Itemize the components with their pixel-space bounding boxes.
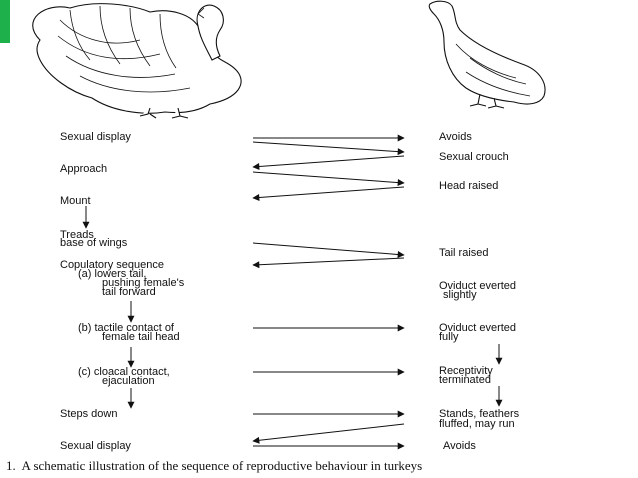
label-b-line1: (b) tactile contact of: [78, 322, 174, 334]
label-c-line2: ejaculation: [102, 375, 155, 387]
label-b-line2: female tail head: [102, 331, 180, 343]
label-copulatory-sequence: Copulatory sequence: [60, 259, 164, 271]
label-oviduct-fully-line1: Oviduct everted: [439, 322, 517, 334]
figure-caption: 1. A schematic illustration of the seque…: [6, 458, 423, 473]
arrow-head-to-mount: [252, 186, 405, 202]
label-treads-wings: base of wings: [60, 237, 128, 249]
arrow-treads-to-tail: [252, 242, 405, 258]
label-tail-raised: Tail raised: [439, 247, 489, 259]
label-c-line1: (c) cloacal contact,: [78, 366, 170, 378]
label-receptivity-line1: Receptivity: [439, 365, 493, 377]
label-stands-line1: Stands, feathers: [439, 408, 520, 420]
arrow-tail-to-copulatory: [252, 257, 405, 269]
label-sexual-crouch: Sexual crouch: [439, 151, 509, 163]
female-turkey-illustration: [428, 0, 546, 109]
label-oviduct-slightly-line1: Oviduct everted: [439, 280, 517, 292]
label-head-raised: Head raised: [439, 180, 499, 192]
label-approach: Approach: [60, 163, 108, 175]
male-turkey-illustration: [32, 3, 242, 119]
label-stands-line2: fluffed, may run: [439, 418, 515, 430]
label-steps-down: Steps down: [60, 408, 118, 420]
label-avoids-final: Avoids: [443, 440, 476, 452]
accent-bar: [0, 0, 10, 43]
label-oviduct-slightly-line2: slightly: [443, 289, 477, 301]
label-oviduct-fully-line2: fully: [439, 331, 459, 343]
label-receptivity-line2: terminated: [439, 374, 491, 386]
arrow-approach-to-head: [252, 171, 405, 187]
label-a-line1: (a) lowers tail,: [78, 268, 147, 280]
arrow-stands-to-display: [252, 423, 405, 444]
label-treads: Treads: [60, 229, 94, 241]
label-avoids: Avoids: [439, 131, 472, 143]
arrows: [82, 134, 503, 450]
label-sexual-display-final: Sexual display: [60, 440, 131, 452]
label-a-line3: tail forward: [102, 286, 156, 298]
label-mount: Mount: [60, 195, 91, 207]
label-sexual-display: Sexual display: [60, 131, 131, 143]
label-a-line2: pushing female's: [102, 277, 185, 289]
arrow-crouch-to-approach: [252, 155, 405, 171]
arrow-display-to-crouch: [252, 141, 405, 156]
